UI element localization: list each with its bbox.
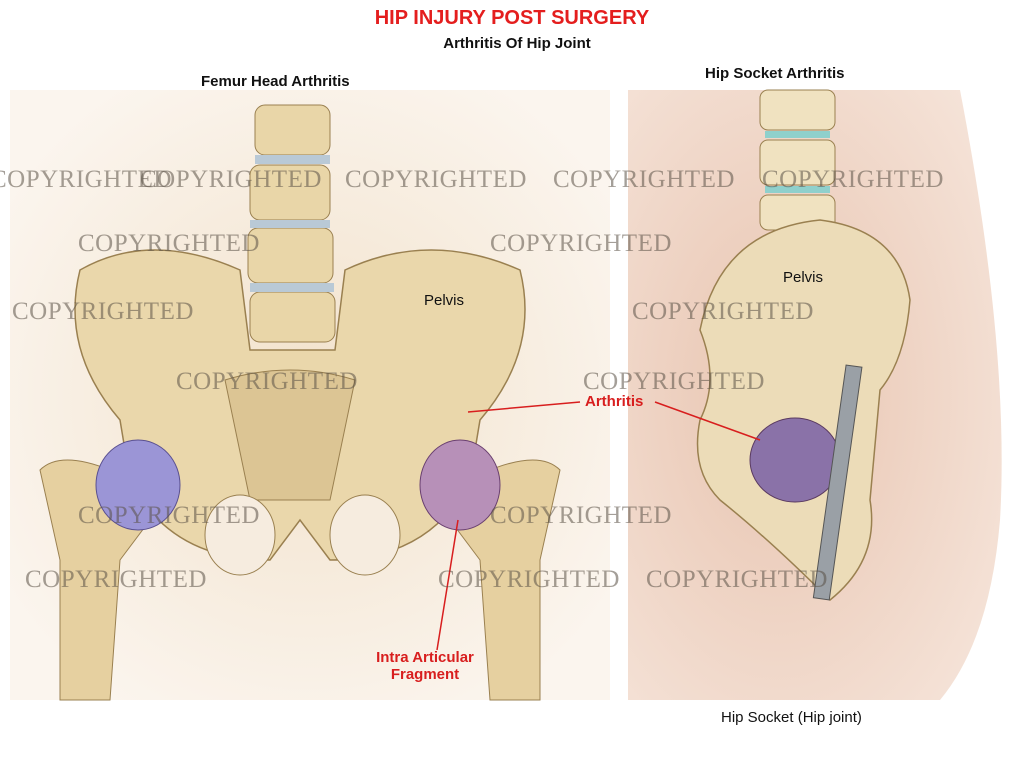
watermark: COPYRIGHTED — [140, 166, 322, 193]
watermark: COPYRIGHTED — [78, 502, 260, 529]
page-title: HIP INJURY POST SURGERY — [374, 7, 650, 29]
surgical-plate — [812, 364, 863, 601]
pelvis-side — [696, 219, 911, 602]
watermark: COPYRIGHTED — [553, 166, 735, 193]
fragment-leader-line — [436, 519, 459, 651]
intervertebral-discs-side — [765, 131, 830, 193]
right-femur-head-arthritic — [419, 439, 501, 531]
watermark: COPYRIGHTED — [632, 298, 814, 325]
watermark: COPYRIGHTED — [762, 166, 944, 193]
watermark: COPYRIGHTED — [0, 166, 172, 193]
watermark: COPYRIGHTED — [345, 166, 527, 193]
pelvis-label-right: Pelvis — [783, 269, 824, 286]
watermark: COPYRIGHTED — [490, 230, 672, 257]
left-panel-heading: Femur Head Arthritis — [201, 73, 350, 90]
obturator-foramen-left — [204, 494, 276, 576]
watermark: COPYRIGHTED — [25, 566, 207, 593]
watermark: COPYRIGHTED — [78, 230, 260, 257]
watermark: COPYRIGHTED — [438, 566, 620, 593]
watermark: COPYRIGHTED — [646, 566, 828, 593]
lumbar-spine-side — [759, 89, 836, 231]
watermark: COPYRIGHTED — [12, 298, 194, 325]
left-femur-head-cartilage — [95, 439, 181, 531]
obturator-foramen-right — [329, 494, 401, 576]
right-panel-heading: Hip Socket Arthritis — [705, 65, 845, 82]
lumbar-spine-front — [247, 104, 336, 343]
arthritis-leader-line-left — [467, 401, 581, 413]
watermark: COPYRIGHTED — [176, 368, 358, 395]
watermark: COPYRIGHTED — [490, 502, 672, 529]
fragment-label: Intra Articular Fragment — [360, 649, 490, 683]
sacrum — [224, 369, 356, 501]
arthritis-label: Arthritis — [585, 393, 644, 410]
right-panel-caption: Hip Socket (Hip joint) — [721, 709, 862, 726]
hip-socket-arthritic — [749, 417, 841, 503]
arthritis-leader-line-right — [654, 401, 761, 441]
intervertebral-discs-front — [250, 155, 334, 292]
pelvis-label-left: Pelvis — [424, 292, 465, 309]
fragment-label-line1: Intra Articular — [376, 649, 474, 666]
fragment-label-line2: Fragment — [390, 666, 460, 683]
page-subtitle: Arthritis Of Hip Joint — [443, 35, 591, 52]
watermark: COPYRIGHTED — [583, 368, 765, 395]
